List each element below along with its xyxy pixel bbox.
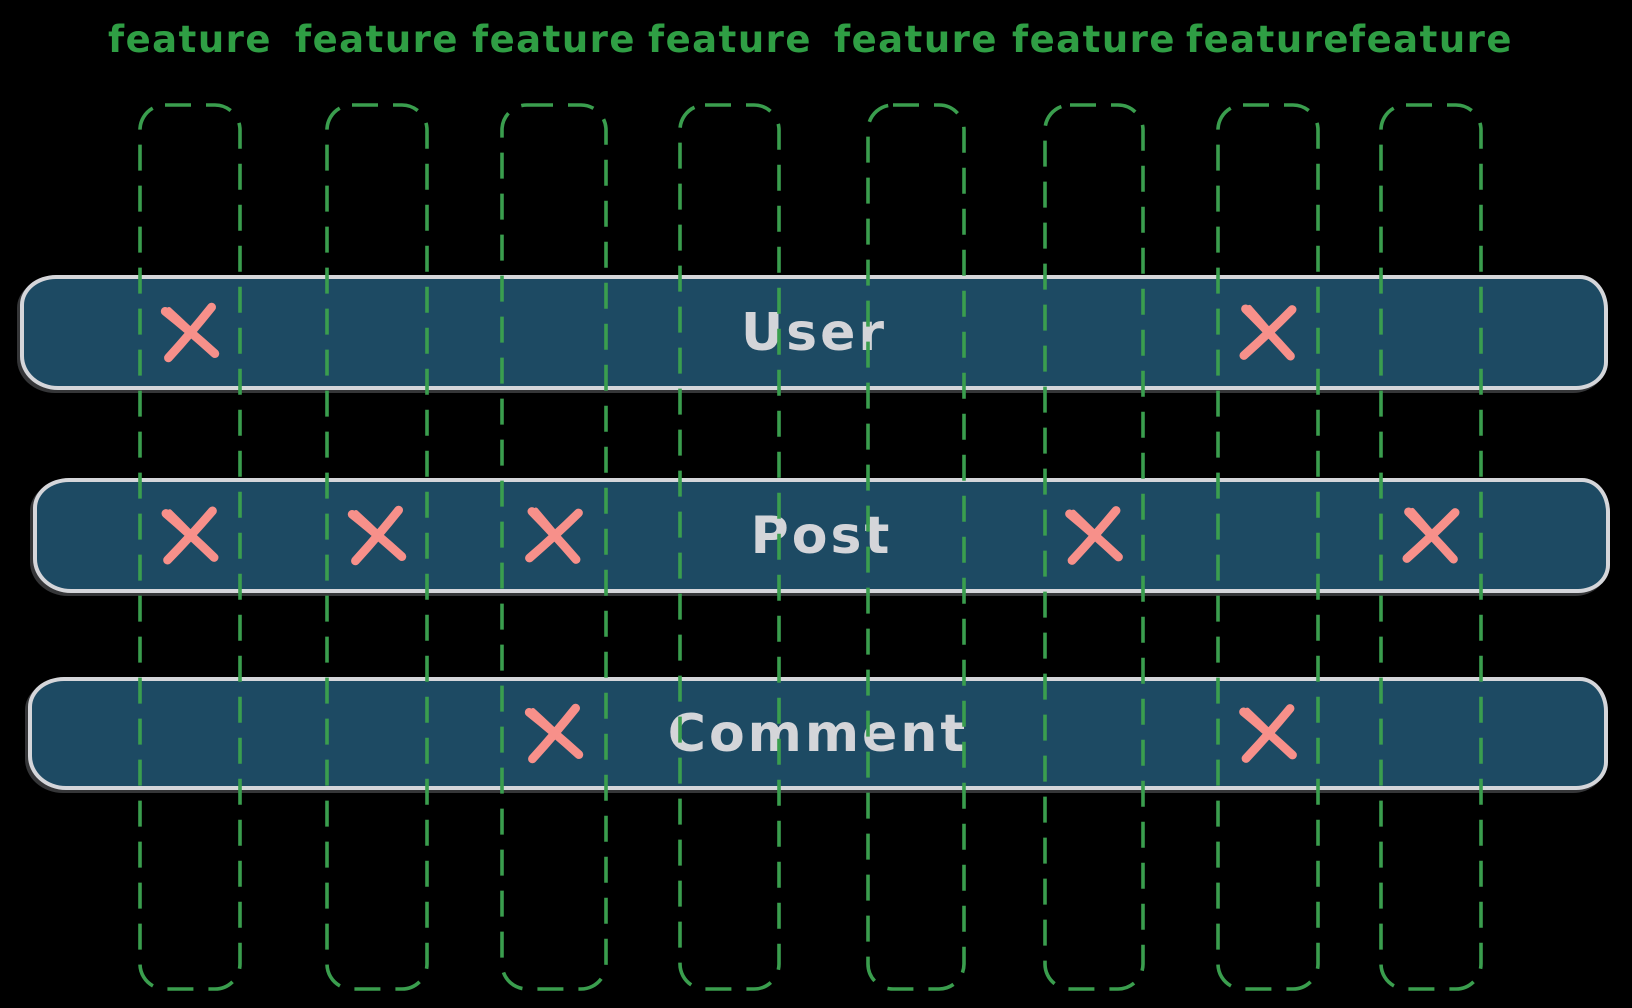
feature-column-label: feature [647,18,813,61]
feature-column-label: feature [833,18,999,61]
entity-bar-label: User [740,302,888,363]
entity-bar-comment: Comment [28,677,1608,790]
entity-bar-user: User [20,275,1608,390]
entity-bar-label: Comment [667,703,969,764]
feature-column-label: feature [1011,18,1177,61]
entity-bar-post: Post [33,478,1610,593]
feature-column-label: feature [107,18,273,61]
entity-bar-label: Post [750,505,893,566]
feature-column-label: feature [471,18,637,61]
feature-column-label: feature [1185,18,1351,61]
feature-column-label: feature [1348,18,1514,61]
feature-column-label: feature [294,18,460,61]
